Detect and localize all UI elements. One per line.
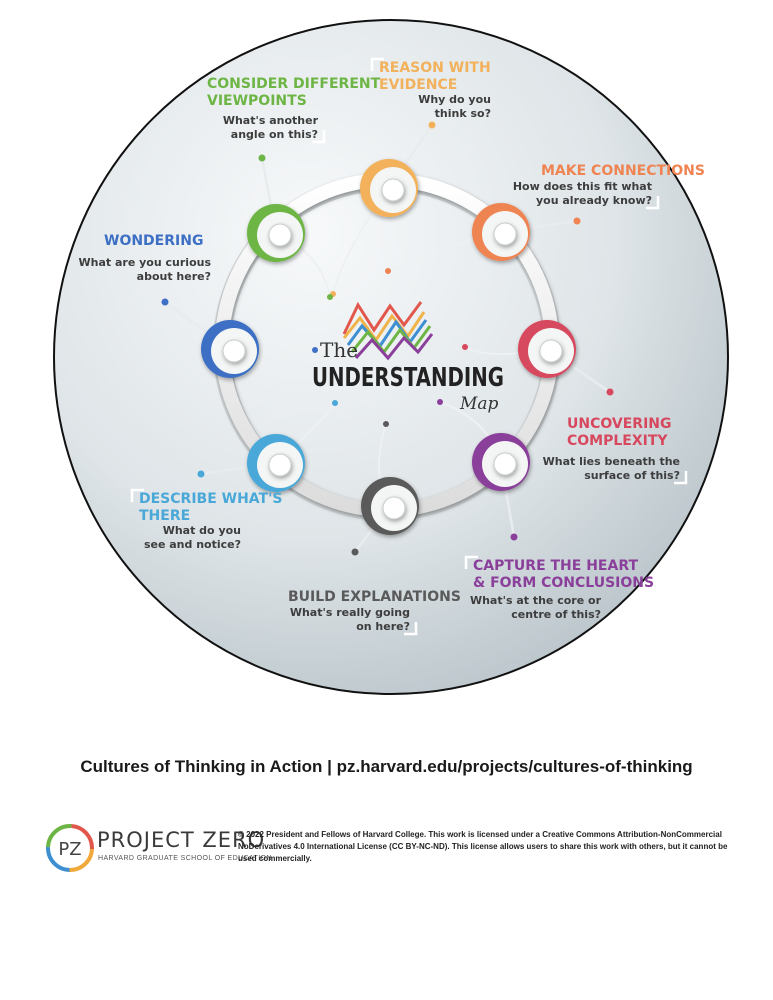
stage-title-reason: EVIDENCE: [379, 77, 457, 93]
node-knob-viewpoints: [268, 223, 292, 247]
title-map: Map: [459, 394, 499, 414]
node-knob-heart: [493, 452, 517, 476]
stage-question-complexity: What lies beneath the: [543, 455, 680, 468]
stage-question-wondering: What are you curious: [79, 256, 212, 269]
title-understanding: UNDERSTANDING: [312, 363, 504, 393]
node-explanations: [361, 477, 419, 535]
logo-zigzag-red: [342, 301, 423, 335]
bracket-connections: [646, 196, 660, 210]
inner-dot-viewpoints: [327, 294, 333, 300]
node-reason: [360, 159, 418, 217]
node-knob-connections: [493, 222, 517, 246]
inner-dot-describe: [332, 400, 338, 406]
stage-question-connections: you already know?: [536, 194, 652, 207]
stage-title-heart: CAPTURE THE HEART: [473, 558, 638, 574]
node-complexity: [518, 320, 576, 378]
node-knob-complexity: [539, 339, 563, 363]
bracket-heart: [464, 555, 478, 569]
stage-question-complexity: surface of this?: [584, 469, 680, 482]
stage-title-connections: MAKE CONNECTIONS: [541, 163, 705, 179]
stage-question-viewpoints: angle on this?: [231, 128, 318, 141]
license-text: © 2022 President and Fellows of Harvard …: [238, 830, 728, 863]
inner-dot-heart: [437, 399, 443, 405]
logo-zigzag-green: [350, 325, 432, 355]
stage-question-describe: What do you: [163, 524, 241, 537]
stage-title-reason: REASON WITH: [379, 60, 491, 76]
stage-question-describe: see and notice?: [144, 538, 241, 551]
inner-dot-wondering: [312, 347, 318, 353]
node-connections: [472, 203, 530, 261]
background-circle: [53, 19, 729, 695]
footer-tagline: Cultures of Thinking in Action | pz.harv…: [80, 757, 693, 776]
stage-title-wondering: WONDERING: [104, 233, 203, 249]
connector-dot-connections: [573, 217, 581, 225]
org-name: PROJECT ZERO: [97, 828, 266, 852]
node-knob-wondering: [222, 339, 246, 363]
bracket-viewpoints: [312, 130, 326, 144]
connector-dot-heart: [510, 533, 518, 541]
org-subtitle: HARVARD GRADUATE SCHOOL OF EDUCATION: [98, 855, 272, 862]
stage-question-explanations: What's really going: [290, 606, 410, 619]
stage-title-heart: & FORM CONCLUSIONS: [473, 575, 654, 591]
inner-dot-complexity: [462, 344, 468, 350]
stage-question-reason: Why do you: [418, 93, 491, 106]
logo-zigzag-purple: [354, 333, 434, 361]
bracket-reason: [370, 57, 384, 71]
logo-zigzag-blue: [346, 319, 428, 349]
label-heart: CAPTURE THE HEART& FORM CONCLUSIONS What'…: [464, 555, 654, 621]
node-heart: [472, 433, 530, 491]
stage-question-reason: think so?: [435, 107, 491, 120]
connector-dot-describe: [197, 470, 205, 478]
pz-logo-icon: PZ: [46, 824, 94, 872]
stage-question-connections: How does this fit what: [513, 180, 652, 193]
center-logo: The UNDERSTANDING Map: [312, 301, 504, 414]
stage-title-complexity: COMPLEXITY: [567, 433, 668, 449]
node-describe: [247, 434, 305, 492]
node-knob-describe: [268, 453, 292, 477]
node-knob-explanations: [382, 496, 406, 520]
logo-zigzag-orange: [342, 311, 426, 343]
stage-nodes: [201, 159, 576, 535]
connector-dot-complexity: [606, 388, 614, 396]
inner-dot-connections: [385, 268, 391, 274]
connector-dot-explanations: [351, 548, 359, 556]
stage-title-viewpoints: VIEWPOINTS: [207, 93, 307, 109]
title-the: The: [320, 338, 358, 362]
stage-question-heart: centre of this?: [511, 608, 601, 621]
stage-question-viewpoints: What's another: [223, 114, 319, 127]
connector-dot-viewpoints: [258, 154, 266, 162]
stage-title-describe: DESCRIBE WHAT'S: [139, 491, 282, 507]
pz-logo-letters: PZ: [58, 839, 81, 860]
connector-dot-reason: [428, 121, 436, 129]
stage-title-complexity: UNCOVERING: [567, 416, 671, 432]
node-knob-reason: [381, 178, 405, 202]
stage-question-explanations: on here?: [356, 620, 410, 633]
node-viewpoints: [247, 204, 305, 262]
inner-dot-explanations: [383, 421, 389, 427]
stage-title-describe: THERE: [139, 508, 190, 524]
bracket-complexity: [674, 471, 688, 485]
bracket-describe: [130, 488, 144, 502]
connector-dot-wondering: [161, 298, 169, 306]
understanding-map-diagram: The UNDERSTANDING Map REASON WITHEVIDENC…: [53, 19, 729, 695]
stage-question-heart: What's at the core or: [470, 594, 602, 607]
stage-title-explanations: BUILD EXPLANATIONS: [288, 589, 461, 605]
stage-title-viewpoints: CONSIDER DIFFERENT: [207, 76, 381, 92]
bracket-explanations: [404, 622, 418, 636]
stage-question-wondering: about here?: [137, 270, 211, 283]
node-wondering: [201, 320, 259, 378]
